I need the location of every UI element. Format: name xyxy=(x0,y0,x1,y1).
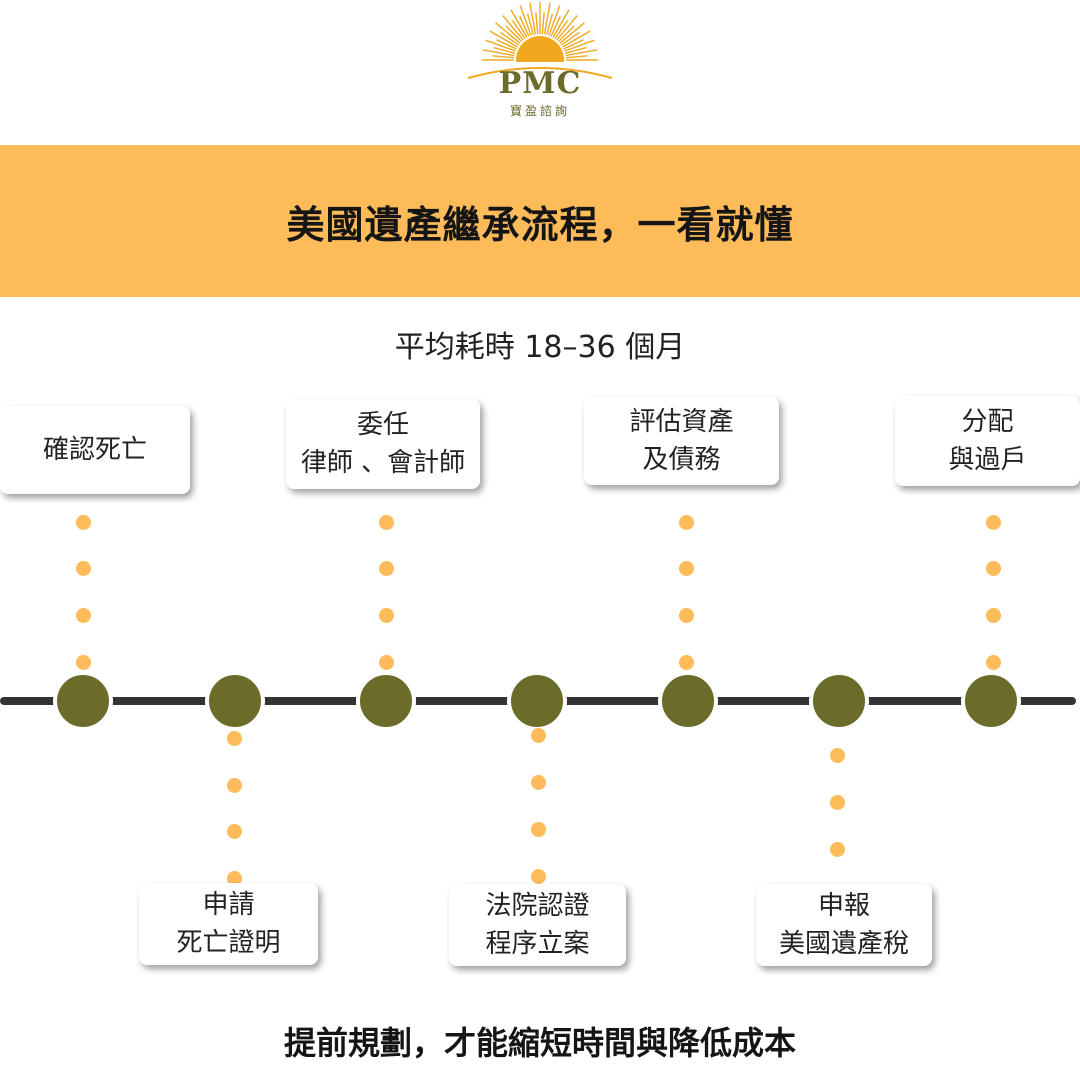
connector-dot xyxy=(830,795,845,810)
connector-dot xyxy=(679,655,694,670)
connector-dot xyxy=(379,655,394,670)
connector-dot xyxy=(227,778,242,793)
title-banner: 美國遺產繼承流程，一看就懂 xyxy=(0,145,1080,297)
connector-dot xyxy=(227,871,242,886)
connector-dot xyxy=(227,824,242,839)
connector-dot xyxy=(830,842,845,857)
logo-subtitle: 寶盈諮詢 xyxy=(509,104,570,118)
connector-dot xyxy=(379,561,394,576)
step-card-death-certificate: 申請 死亡證明 xyxy=(139,883,318,965)
pmc-logo: PMC 寶盈諮詢 xyxy=(460,0,620,125)
connector-dot xyxy=(830,748,845,763)
connector-dot xyxy=(986,608,1001,623)
timeline-node-1 xyxy=(53,671,113,731)
connector-dot xyxy=(531,869,546,884)
footer-message: 提前規劃，才能縮短時間與降低成本 xyxy=(283,1024,796,1062)
connector-dot xyxy=(986,655,1001,670)
connector-dot xyxy=(76,561,91,576)
connector-dot xyxy=(227,731,242,746)
step-card-probate-filing: 法院認證 程序立案 xyxy=(449,884,626,966)
timeline-node-2 xyxy=(205,671,265,731)
connector-dot xyxy=(531,822,546,837)
connector-dot xyxy=(531,775,546,790)
timeline-node-6 xyxy=(809,671,869,731)
connector-dot xyxy=(986,561,1001,576)
connector-dot xyxy=(679,515,694,530)
connector-dot xyxy=(986,515,1001,530)
step-card-appoint-attorney: 委任 律師 、會計師 xyxy=(286,399,480,489)
connector-dot xyxy=(531,728,546,743)
timeline-node-5 xyxy=(658,671,718,731)
connector-dot xyxy=(76,655,91,670)
step-card-distribution: 分配 與過戶 xyxy=(895,396,1080,486)
duration-subtitle: 平均耗時 18–36 個月 xyxy=(394,330,686,365)
connector-dot xyxy=(379,515,394,530)
timeline-node-4 xyxy=(507,671,567,731)
connector-dot xyxy=(76,515,91,530)
timeline-node-7 xyxy=(961,671,1021,731)
step-card-assess-assets: 評估資產 及債務 xyxy=(584,397,779,485)
timeline-node-3 xyxy=(356,671,416,731)
connector-dot xyxy=(679,608,694,623)
connector-dot xyxy=(76,608,91,623)
step-card-confirm-death: 確認死亡 xyxy=(0,406,190,494)
page-title: 美國遺產繼承流程，一看就懂 xyxy=(286,202,794,247)
connector-dot xyxy=(379,608,394,623)
connector-dot xyxy=(679,561,694,576)
sunburst-icon xyxy=(460,2,620,80)
logo-brand: PMC xyxy=(498,66,582,101)
step-card-estate-tax: 申報 美國遺產稅 xyxy=(756,884,932,966)
